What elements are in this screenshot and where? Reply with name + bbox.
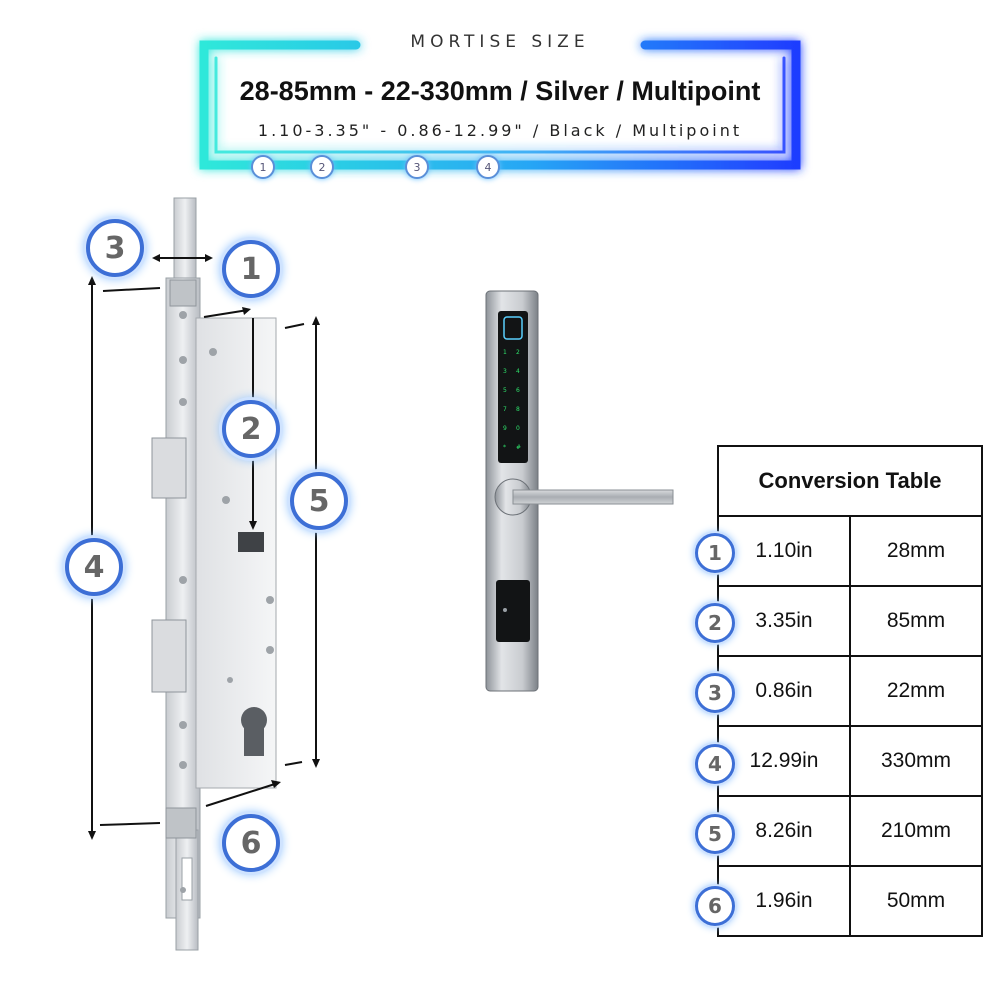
table-row: 1.96in 50mm [717, 865, 983, 937]
section-title: MORTISE SIZE [410, 32, 590, 52]
table-row: 3.35in 85mm [717, 585, 983, 657]
callout-3: 3 [86, 219, 144, 277]
mm-cell: 50mm [849, 865, 983, 937]
callout-5: 5 [290, 472, 348, 530]
svg-text:3: 3 [503, 368, 507, 375]
svg-text:2: 2 [516, 349, 520, 356]
smart-lock-illustration: 1 2 3 4 5 6 7 8 9 0 * # [485, 290, 674, 692]
inches-cell: 3.35in [717, 585, 851, 657]
table-row: 12.99in 330mm [717, 725, 983, 797]
inches-cell: 0.86in [717, 655, 851, 727]
callout-6: 6 [222, 814, 280, 872]
banner-marker-3: 3 [405, 155, 429, 179]
row-badge-4: 4 [695, 744, 735, 784]
inches-cell: 12.99in [717, 725, 851, 797]
banner-marker-4: 4 [476, 155, 500, 179]
banner-marker-1: 1 [251, 155, 275, 179]
inches-cell: 1.10in [717, 515, 851, 587]
svg-text:4: 4 [516, 368, 520, 375]
mortise-lock-illustration [88, 197, 320, 951]
svg-text:#: # [516, 444, 521, 451]
row-badge-5: 5 [695, 814, 735, 854]
svg-text:*: * [503, 444, 506, 451]
svg-text:7: 7 [503, 406, 507, 413]
table-title: Conversion Table [717, 445, 983, 517]
table-row: 8.26in 210mm [717, 795, 983, 867]
mm-cell: 210mm [849, 795, 983, 867]
table-row: 0.86in 22mm [717, 655, 983, 727]
neon-frame [199, 40, 801, 170]
inches-cell: 8.26in [717, 795, 851, 867]
mm-cell: 330mm [849, 725, 983, 797]
svg-text:0: 0 [516, 425, 520, 432]
table-row: 1.10in 28mm [717, 515, 983, 587]
mm-cell: 85mm [849, 585, 983, 657]
row-badge-6: 6 [695, 886, 735, 926]
mm-cell: 22mm [849, 655, 983, 727]
mm-cell: 28mm [849, 515, 983, 587]
svg-text:1: 1 [503, 349, 507, 356]
svg-text:6: 6 [516, 387, 520, 394]
svg-text:9: 9 [503, 425, 507, 432]
callout-2: 2 [222, 400, 280, 458]
table-header-row: Conversion Table [717, 445, 983, 517]
callout-4: 4 [65, 538, 123, 596]
main-spec: 28-85mm - 22-330mm / Silver / Multipoint [239, 76, 761, 106]
banner-marker-2: 2 [310, 155, 334, 179]
row-badge-1: 1 [695, 533, 735, 573]
callout-1: 1 [222, 240, 280, 298]
svg-text:8: 8 [516, 406, 520, 413]
sub-spec: 1.10-3.35" - 0.86-12.99" / Black / Multi… [257, 121, 743, 140]
row-badge-2: 2 [695, 603, 735, 643]
mortise-size-banner: MORTISE SIZE 28-85mm - 22-330mm / Silver… [0, 0, 1000, 200]
row-badge-3: 3 [695, 673, 735, 713]
inches-cell: 1.96in [717, 865, 851, 937]
conversion-table: Conversion Table 1.10in 28mm 3.35in 85mm… [717, 445, 983, 937]
svg-text:5: 5 [503, 387, 507, 394]
